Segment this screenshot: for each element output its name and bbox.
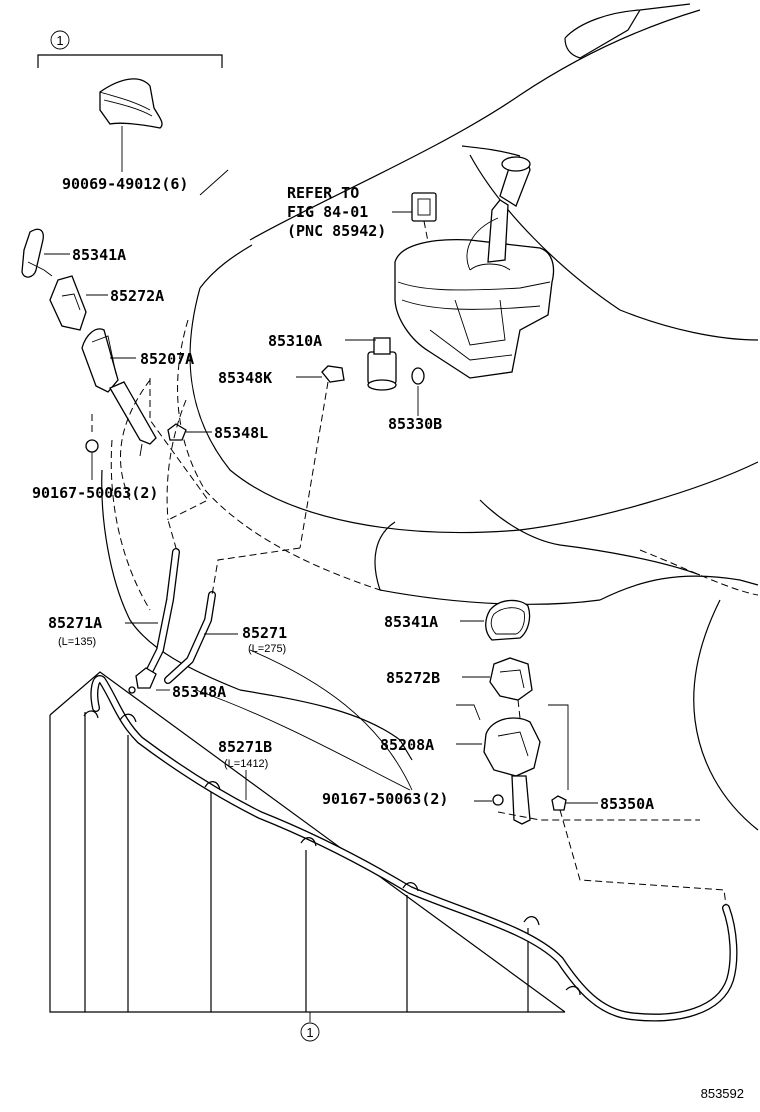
nozzle-holder-85208A <box>456 704 569 825</box>
vehicle-body-outline <box>101 3 759 831</box>
group-mark-bottom: 1 <box>306 1025 313 1040</box>
hose-mounting-area <box>49 671 566 1013</box>
route-right-3 <box>517 699 521 719</box>
joint-85348L <box>167 423 212 441</box>
label-85271B: 85271B <box>218 738 272 756</box>
washer-reservoir <box>394 156 555 379</box>
joint-85348A <box>128 667 170 694</box>
label-85330B: 85330B <box>388 415 442 433</box>
leader-85348A-long <box>195 689 411 791</box>
route-pump <box>211 547 301 596</box>
refer-line-3: (PNC 85942) <box>287 222 386 240</box>
label-85348A: 85348A <box>172 683 226 701</box>
grommet-85330B <box>411 367 425 416</box>
label-85271: 85271 <box>242 624 287 642</box>
hose-85271A <box>125 548 180 674</box>
label-85341A-right: 85341A <box>384 613 438 631</box>
figure-number: 853592 <box>701 1086 744 1101</box>
label-85272B: 85272B <box>386 669 440 687</box>
group-mark-bottom-circle <box>300 1022 320 1042</box>
refer-line-2: FIG 84-01 <box>287 203 368 221</box>
label-bolt-left: 90167-50063(2) <box>32 484 158 502</box>
joint-85350A <box>551 795 598 811</box>
cover-85341A-left <box>21 228 70 278</box>
refer-line-1: REFER TO <box>287 184 359 202</box>
label-85341A-left: 85341A <box>72 246 126 264</box>
bracket-85272A <box>49 275 108 331</box>
bracket-85272B <box>462 657 533 701</box>
joint-85348K <box>296 365 345 383</box>
route-right-2 <box>559 809 727 906</box>
label-85271B-length: (L=1412) <box>224 758 268 770</box>
route-left-1 <box>149 378 209 549</box>
label-bolt-right: 90167-50063(2) <box>322 790 448 808</box>
label-85348K: 85348K <box>218 369 272 387</box>
hose-route-85348K <box>299 381 329 549</box>
refer-note: REFER TO FIG 84-01 (PNC 85942) <box>287 184 437 253</box>
label-85272A: 85272A <box>110 287 164 305</box>
route-left-2 <box>120 379 151 501</box>
leader-85271-long <box>249 649 413 791</box>
hose-85271 <box>164 591 238 684</box>
label-85310A: 85310A <box>268 332 322 350</box>
bolt-90167-left <box>85 412 99 480</box>
cover-85341A-right <box>460 599 531 641</box>
level-sensor-connector-icon <box>411 192 437 222</box>
clip-group: 1 90069-49012(6) <box>37 30 223 193</box>
label-85271-length: (L=275) <box>248 643 286 655</box>
route-right-1 <box>497 811 700 821</box>
clip-part-icon <box>99 78 163 129</box>
washer-pump-85310A <box>345 337 397 391</box>
label-90069-49012: 90069-49012(6) <box>62 175 188 193</box>
route-left-3 <box>166 399 187 521</box>
label-85208A: 85208A <box>380 736 434 754</box>
bolt-90167-right <box>474 794 504 806</box>
label-85271A-length: (L=135) <box>58 636 96 648</box>
label-85271A: 85271A <box>48 614 102 632</box>
nozzle-holder-85207A <box>81 328 157 457</box>
hose-85271B <box>83 675 738 1022</box>
label-85207A: 85207A <box>140 350 194 368</box>
label-85348L: 85348L <box>214 424 268 442</box>
label-85350A: 85350A <box>600 795 654 813</box>
group-mark-top: 1 <box>56 33 63 48</box>
